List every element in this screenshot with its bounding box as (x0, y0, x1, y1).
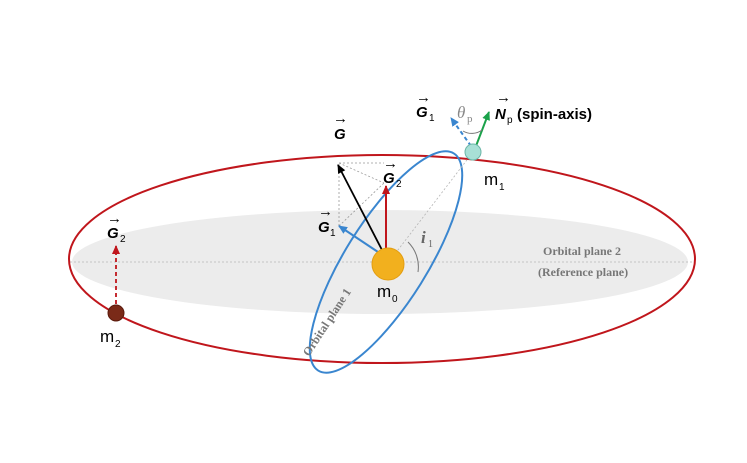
label-m2-sub: 2 (115, 339, 121, 350)
label-Np: N (495, 106, 507, 123)
label-reference-plane: (Reference plane) (538, 265, 628, 279)
label-G2-m0-arrowhead: → (383, 155, 398, 172)
vector-G1-m0-arrow (338, 225, 379, 253)
label-Np-sub: p (507, 115, 513, 126)
vector-G-arrow (337, 164, 383, 251)
label-m1: m (484, 170, 498, 189)
label-G: G (334, 126, 346, 143)
label-G2-m0-sub: 2 (396, 179, 402, 190)
label-theta: θ (457, 103, 465, 122)
label-m0-sub: 0 (392, 294, 398, 305)
label-G1-m1: G (416, 104, 428, 121)
body-m0 (371, 247, 405, 281)
label-G1-m0-sub: 1 (330, 228, 336, 239)
label-G-arrowhead: → (333, 110, 348, 127)
label-G2-m2-sub: 2 (120, 234, 126, 245)
label-m2: m (100, 327, 114, 346)
body-m2 (107, 304, 125, 322)
body-m1 (464, 143, 482, 161)
helper-dashed-2 (338, 162, 385, 184)
label-Np-arrowhead: → (496, 89, 511, 106)
m0-m1-dashed-line (387, 151, 474, 264)
label-G1-m1-arrowhead: → (416, 89, 431, 106)
label-theta-sub: p (467, 113, 473, 125)
label-m1-sub: 1 (499, 182, 505, 193)
label-G1-m1-sub: 1 (429, 113, 435, 124)
label-G1-m0-arrowhead: → (318, 203, 333, 220)
theta-arc (462, 129, 483, 134)
label-G2-m2: G (107, 225, 119, 242)
label-G2-m0: G (383, 170, 395, 187)
label-m0: m (377, 282, 391, 301)
spin-axis-arrow (475, 111, 490, 147)
label-spin-axis: (spin-axis) (517, 106, 592, 123)
label-inclination-sub: 1 (428, 239, 433, 250)
label-G2-m2-arrowhead: → (107, 210, 122, 227)
orbit-2 (68, 154, 696, 364)
label-orbital-plane-2: Orbital plane 2 (543, 244, 621, 258)
label-inclination: i (421, 228, 426, 247)
label-G1-m0: G (318, 219, 330, 236)
inclination-arc (407, 241, 419, 273)
orbit-1 (308, 150, 464, 374)
vector-G1-m1-arrow (450, 117, 472, 147)
